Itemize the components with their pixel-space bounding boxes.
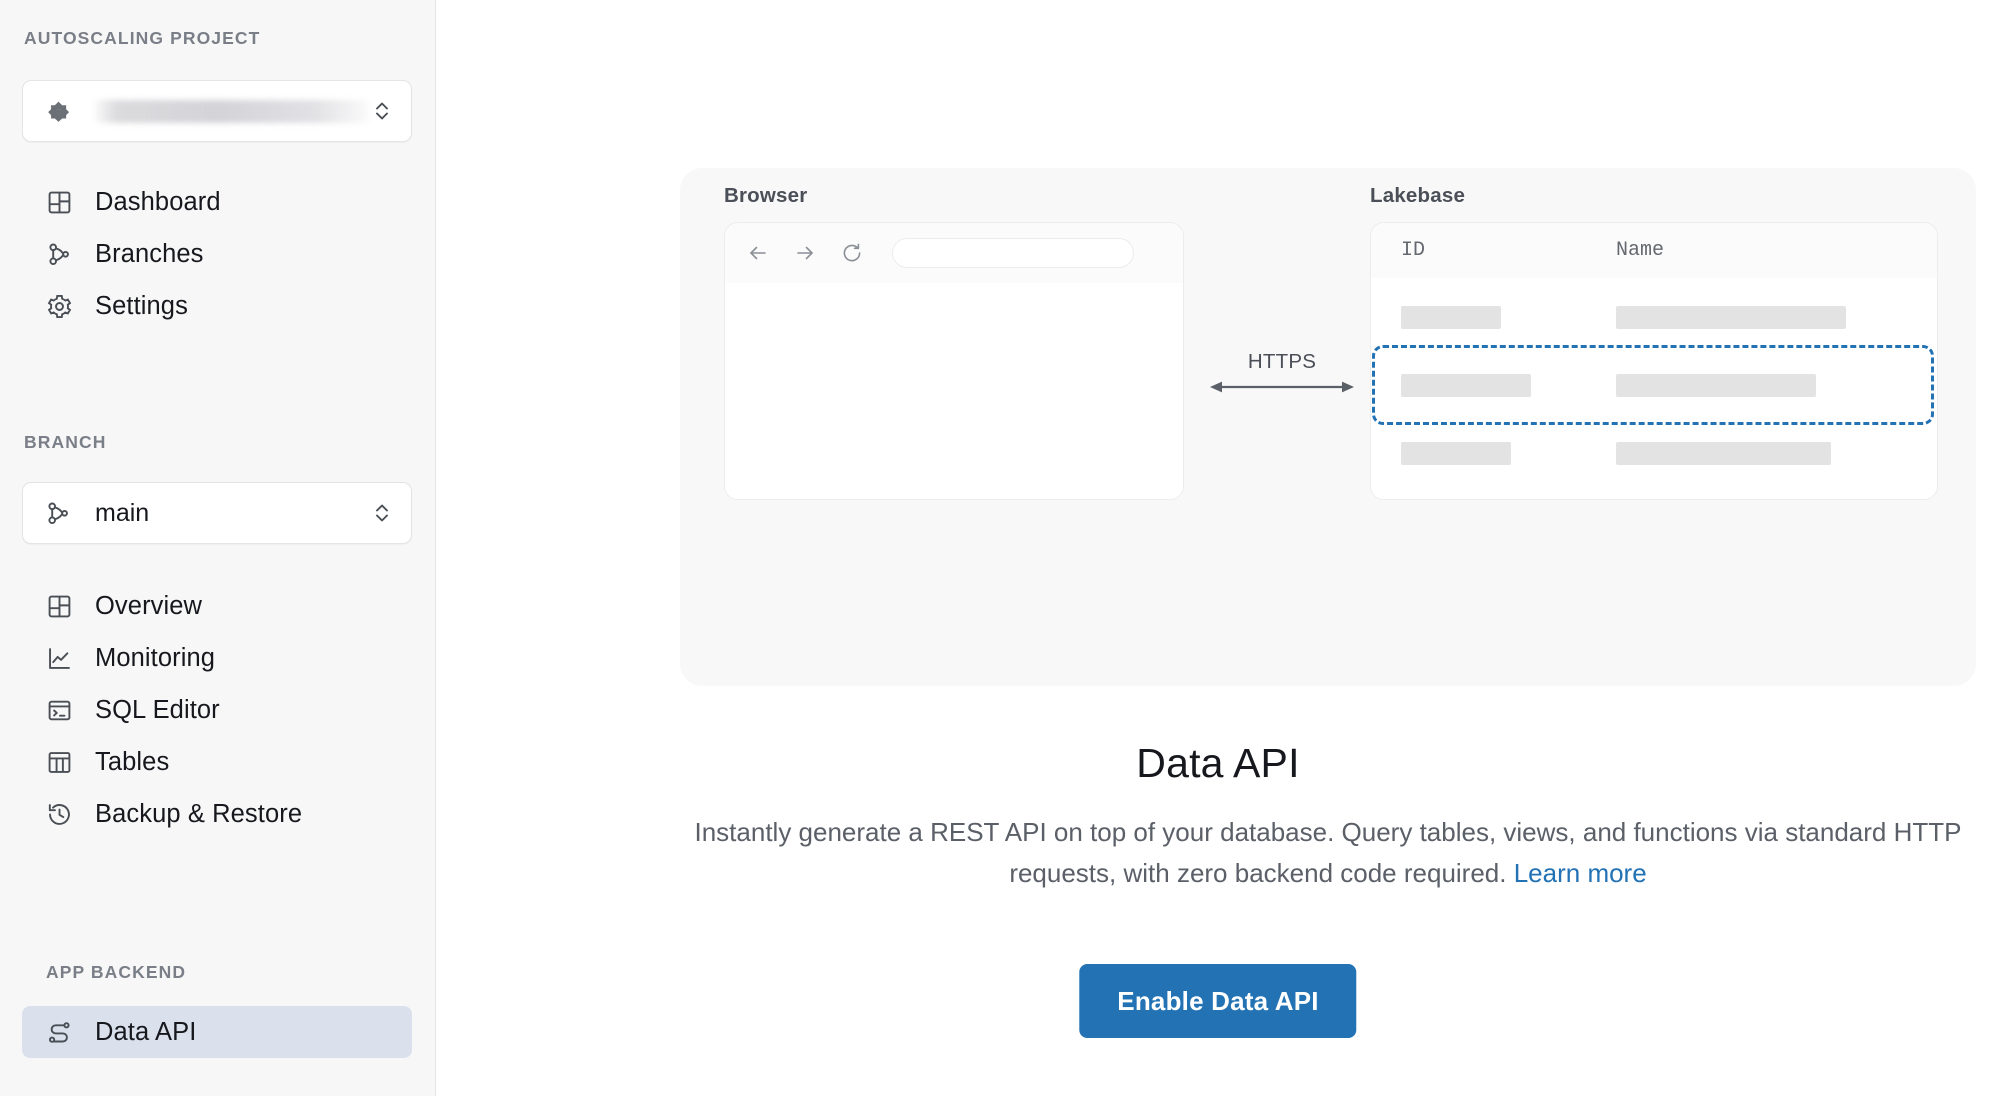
history-clock-icon	[44, 799, 74, 829]
branch-selector[interactable]: main	[22, 482, 412, 544]
sidebar-item-label: Dashboard	[95, 187, 221, 216]
cell-placeholder-name	[1616, 441, 1831, 465]
cell-placeholder-name	[1616, 305, 1846, 329]
illustration-card: Browser	[680, 168, 1976, 686]
sidebar-item-label: Settings	[95, 291, 188, 320]
chevron-updown-icon	[369, 500, 395, 526]
sidebar-section-branch: BRANCH	[24, 432, 107, 452]
branches-icon	[43, 498, 73, 528]
back-arrow-icon[interactable]	[744, 239, 772, 267]
main-content: Browser	[436, 0, 2000, 1096]
enable-data-api-button[interactable]: Enable Data API	[1079, 964, 1357, 1038]
branch-selector-value: main	[95, 498, 150, 527]
learn-more-link[interactable]: Learn more	[1513, 858, 1647, 888]
table-column-header-id: ID	[1401, 239, 1426, 262]
gear-icon	[44, 291, 74, 321]
cell-placeholder-id	[1401, 373, 1531, 397]
browser-toolbar	[725, 223, 1183, 283]
table-header-row: ID Name	[1371, 223, 1937, 278]
sidebar: AUTOSCALING PROJECT	[0, 0, 436, 1096]
sidebar-item-label: Branches	[95, 239, 204, 268]
chevron-updown-icon	[369, 98, 395, 124]
sidebar-section-project: AUTOSCALING PROJECT	[24, 28, 261, 48]
table-row[interactable]	[1371, 360, 1937, 410]
sidebar-item-backup-restore[interactable]: Backup & Restore	[22, 788, 412, 840]
dashboard-grid-icon	[44, 187, 74, 217]
browser-mockup	[724, 222, 1184, 500]
browser-url-input[interactable]	[892, 238, 1134, 268]
sidebar-item-label: Overview	[95, 591, 203, 620]
table-body	[1371, 278, 1937, 499]
selected-row-outline	[1372, 345, 1934, 425]
table-icon	[44, 747, 74, 777]
sidebar-item-branches[interactable]: Branches	[22, 228, 412, 280]
sidebar-item-monitoring[interactable]: Monitoring	[22, 632, 412, 684]
line-chart-icon	[44, 643, 74, 673]
project-name-redacted	[95, 99, 369, 123]
sidebar-item-sql-editor[interactable]: SQL Editor	[22, 684, 412, 736]
project-selector[interactable]	[22, 80, 412, 142]
table-row[interactable]	[1371, 428, 1937, 478]
description-text: Instantly generate a REST API on top of …	[694, 817, 1962, 888]
branches-icon	[44, 239, 74, 269]
sidebar-item-settings[interactable]: Settings	[22, 280, 412, 332]
browser-panel-title: Browser	[724, 184, 808, 207]
page-title: Data API	[1136, 740, 1300, 786]
browser-viewport	[725, 283, 1183, 499]
sidebar-item-label: Data API	[95, 1017, 197, 1046]
dashboard-grid-icon	[44, 591, 74, 621]
reload-icon[interactable]	[838, 239, 866, 267]
page-description: Instantly generate a REST API on top of …	[644, 812, 2000, 894]
table-column-header-name: Name	[1616, 239, 1665, 262]
sidebar-item-label: Backup & Restore	[95, 799, 303, 828]
lakebase-panel-title: Lakebase	[1370, 184, 1466, 207]
bidirectional-arrow-icon	[1210, 381, 1354, 393]
sidebar-item-dashboard[interactable]: Dashboard	[22, 176, 412, 228]
table-row[interactable]	[1371, 292, 1937, 342]
project-node-icon	[43, 96, 73, 126]
cell-placeholder-id	[1401, 305, 1501, 329]
https-connection: HTTPS	[1208, 350, 1356, 402]
terminal-icon	[44, 695, 74, 725]
route-nodes-icon	[44, 1017, 74, 1047]
cell-placeholder-id	[1401, 441, 1511, 465]
https-label: HTTPS	[1247, 350, 1317, 373]
cell-placeholder-name	[1616, 373, 1816, 397]
sidebar-item-label: SQL Editor	[95, 695, 220, 724]
sidebar-section-backend: APP BACKEND	[46, 962, 187, 982]
forward-arrow-icon[interactable]	[791, 239, 819, 267]
sidebar-item-data-api[interactable]: Data API	[22, 1006, 412, 1058]
sidebar-item-tables[interactable]: Tables	[22, 736, 412, 788]
sidebar-item-label: Monitoring	[95, 643, 216, 672]
sidebar-item-overview[interactable]: Overview	[22, 580, 412, 632]
lakebase-mockup: ID Name	[1370, 222, 1938, 500]
sidebar-item-label: Tables	[95, 747, 170, 776]
